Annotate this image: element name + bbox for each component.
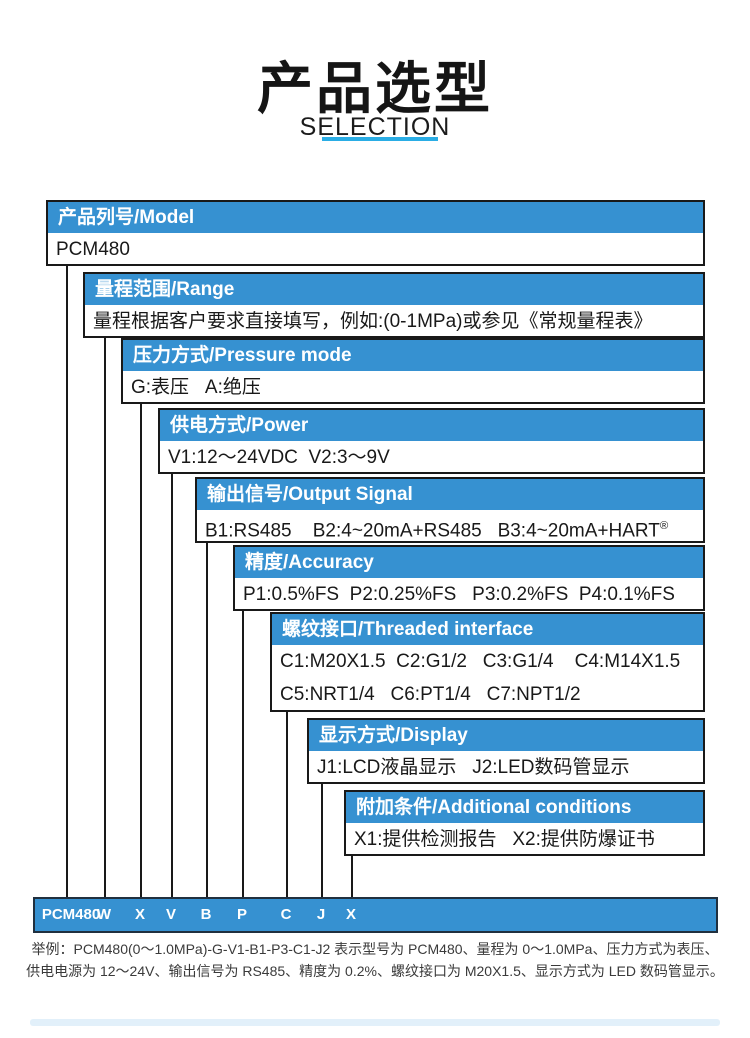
box-header: 量程范围/Range xyxy=(85,274,703,305)
bottom-strip xyxy=(30,1019,720,1026)
box-content-line: C1:M20X1.5 C2:G1/2 C3:G1/4 C4:M14X1.5 xyxy=(280,651,681,672)
model-code: PCM480 xyxy=(41,906,101,923)
model-code: V xyxy=(165,906,177,923)
model-code: P xyxy=(236,906,248,923)
connector-line xyxy=(104,338,106,899)
cascade-box: 量程范围/Range 量程根据客户要求直接填写，例如:(0-1MPa)或参见《常规… xyxy=(83,272,705,338)
example-block: 举例：PCM480(0～1.0MPa)-G-V1-B1-P3-C1-J2 表示型… xyxy=(25,938,725,982)
box-content-line: 量程根据客户要求直接填写，例如:(0-1MPa)或参见《常规量程表》 xyxy=(93,311,653,332)
model-code: X xyxy=(345,906,357,923)
connector-line xyxy=(171,474,173,899)
example-line-1: 举例：PCM480(0～1.0MPa)-G-V1-B1-P3-C1-J2 表示型… xyxy=(31,941,719,957)
connector-line xyxy=(321,784,323,899)
connector-line xyxy=(351,856,353,899)
model-code: C xyxy=(280,906,292,923)
box-content-line: C5:NRT1/4 C6:PT1/4 C7:NPT1/2 xyxy=(280,684,581,705)
example-line-2: 供电电源为 12～24V、输出信号为 RS485、精度为 0.2%、螺纹接口为 … xyxy=(26,963,724,979)
connector-line xyxy=(286,712,288,899)
connector-line xyxy=(242,611,244,899)
box-content-line: B1:RS485 B2:4~20mA+RS485 B3:4~20mA+HART® xyxy=(205,520,669,542)
box-content-line: X1:提供检测报告 X2:提供防爆证书 xyxy=(354,829,655,850)
box-header: 产品列号/Model xyxy=(48,202,703,233)
box-header: 供电方式/Power xyxy=(160,410,703,441)
page-title: 产品选型 xyxy=(257,57,493,120)
box-header: 精度/Accuracy xyxy=(235,547,703,578)
box-content-line: J1:LCD液晶显示 J2:LED数码管显示 xyxy=(317,757,630,778)
page-subtitle: SELECTION xyxy=(299,113,451,141)
box-header: 输出信号/Output Signal xyxy=(197,479,703,510)
box-header: 显示方式/Display xyxy=(309,720,703,751)
connector-line xyxy=(206,543,208,899)
model-code: B xyxy=(200,906,212,923)
box-content-line: P1:0.5%FS P2:0.25%FS P3:0.2%FS P4:0.1%FS xyxy=(243,584,675,605)
box-content-line: PCM480 xyxy=(56,239,130,260)
box-header: 压力方式/Pressure mode xyxy=(123,340,703,371)
box-content-line: V1:12～24VDC V2:3～9V xyxy=(168,447,390,468)
model-code: J xyxy=(316,906,326,923)
connector-line xyxy=(140,404,142,899)
box-header: 附加条件/Additional conditions xyxy=(346,792,703,823)
subtitle-underline xyxy=(322,137,438,141)
box-header: 螺纹接口/Threaded interface xyxy=(272,614,703,645)
connector-line xyxy=(66,266,68,899)
model-code: X xyxy=(134,906,146,923)
model-code: W xyxy=(96,906,112,923)
box-content-line: G:表压 A:绝压 xyxy=(131,377,261,398)
